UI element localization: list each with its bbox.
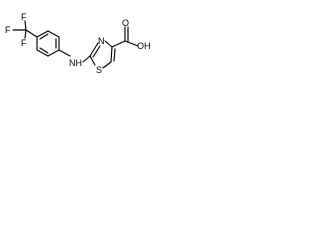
bond-c-f-bottom: [24, 29, 27, 39]
fluorine-label-top: F: [21, 12, 27, 22]
thiazole-nitrogen-label: N: [98, 36, 105, 46]
fluorine-label-left: F: [5, 25, 11, 35]
benzene-ring: [36, 30, 60, 57]
bond-ring-nh: [58, 49, 71, 57]
trifluoromethyl-group: [12, 20, 38, 39]
thiazole-ring: [89, 40, 116, 69]
benzene-double-bond: [39, 47, 49, 54]
benzene-bond: [36, 49, 49, 57]
carboxylic-acid-group: [111, 26, 139, 48]
thiazole-bond: [89, 42, 99, 57]
amine-linker: [58, 49, 91, 63]
fluorine-label-bottom: F: [21, 38, 27, 48]
thiazole-bond: [110, 46, 113, 63]
benzene-bond: [36, 30, 49, 38]
bond-ring-carboxyl: [111, 40, 126, 48]
thiazole-bond: [104, 40, 113, 48]
thiazole-double-bond: [113, 48, 116, 62]
chemical-structure: F F F NH N S O OH: [5, 12, 151, 75]
bond-nh-thiazole: [82, 55, 91, 63]
bond-carboxyl-oh: [124, 40, 139, 47]
thiazole-bond: [89, 55, 96, 66]
thiazole-sulfur-label: S: [96, 65, 102, 75]
benzene-bond: [47, 30, 60, 38]
thiazole-bond: [102, 61, 112, 69]
benzene-bond: [47, 49, 60, 57]
benzene-double-bond: [39, 33, 49, 40]
hydroxyl-label: OH: [137, 41, 151, 51]
carbonyl-oxygen-label: O: [122, 18, 129, 28]
thiazole-double-bond: [92, 45, 101, 58]
bond-cf3-ring: [25, 29, 38, 38]
bond-c-f-top: [24, 20, 27, 31]
amine-label: NH: [69, 58, 82, 68]
